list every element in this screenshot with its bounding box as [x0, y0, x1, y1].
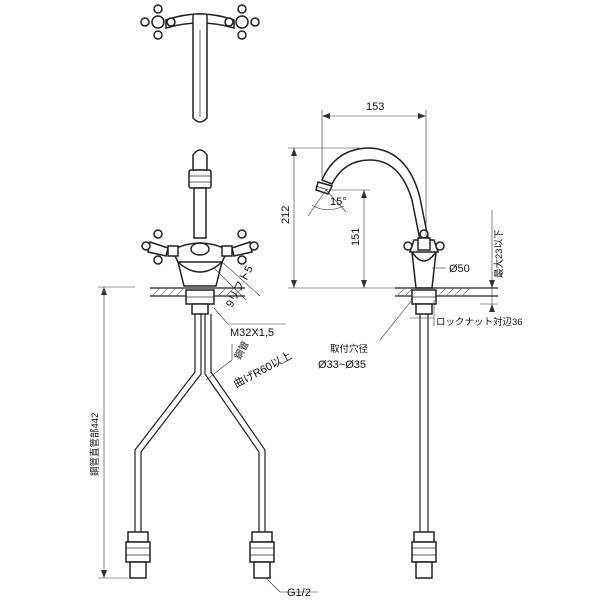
left-fitting — [125, 531, 151, 579]
label-mount-hole-title: 取付穴径 — [330, 343, 369, 355]
side-view — [288, 110, 498, 579]
label-connection: G1/2 — [287, 587, 311, 599]
front-right-handle — [221, 229, 259, 265]
dim-max-thickness: 最大23以下 — [493, 229, 505, 278]
label-locknut: ロックナット対辺36 — [436, 316, 523, 328]
top-right-handle — [224, 4, 260, 40]
side-handle — [403, 229, 445, 251]
top-left-handle — [140, 4, 176, 40]
label-mount-hole-range: Ø33~Ø35 — [318, 359, 366, 371]
right-fitting — [249, 531, 275, 579]
side-fitting — [411, 531, 437, 579]
dim-total-height: 212 — [280, 206, 292, 224]
label-steel-pipe: 鋼管 — [232, 339, 252, 361]
dim-spout-angle: 15° — [330, 196, 347, 208]
top-view — [140, 4, 260, 123]
dim-spout-height: 151 — [350, 228, 362, 246]
dim-spout-width: 153 — [366, 101, 384, 113]
front-left-handle — [141, 229, 179, 265]
front-view — [98, 149, 318, 593]
dim-body-diameter: Ø50 — [449, 263, 470, 275]
dim-lift: 9リフト5 — [224, 264, 256, 310]
dim-pipe-length: 鋼管直管部442 — [89, 413, 101, 476]
dim-thread: M32X1,5 — [230, 327, 274, 339]
